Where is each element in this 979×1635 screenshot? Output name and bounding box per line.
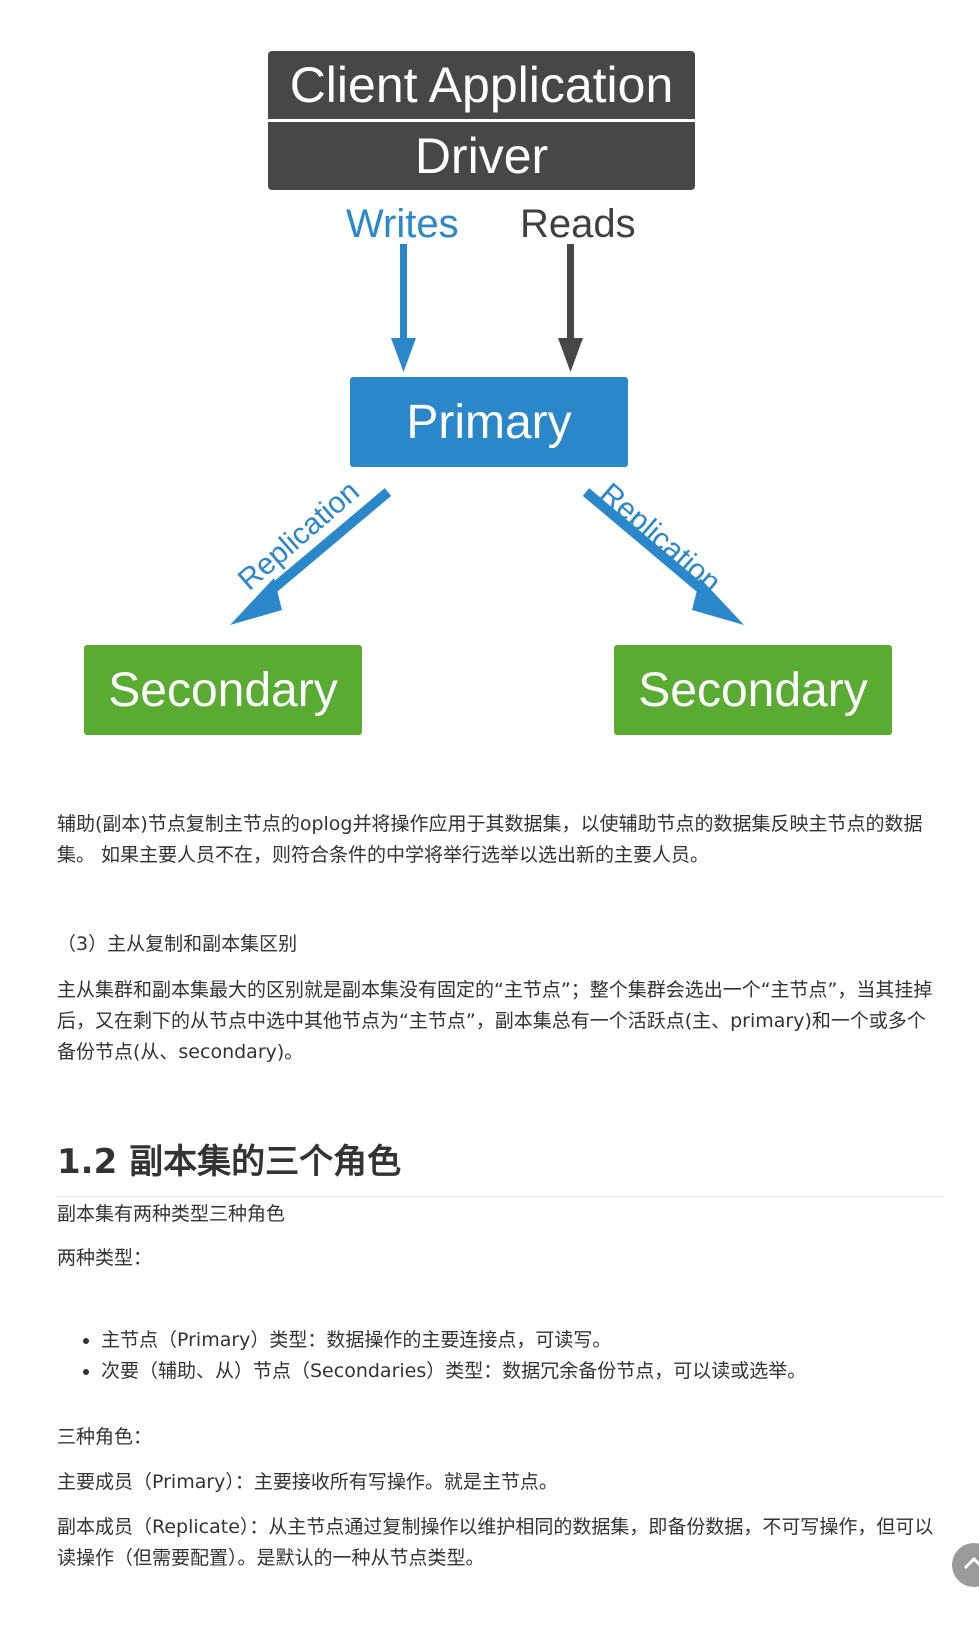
writes-arrow xyxy=(391,244,416,372)
primary-label: Primary xyxy=(406,395,572,449)
paragraph-difference: 主从集群和副本集最大的区别就是副本集没有固定的“主节点”；整个集群会选出一个“主… xyxy=(57,979,933,1063)
list-item: 次要（辅助、从）节点（Secondaries）类型：数据冗余备份节点，可以读或选… xyxy=(101,1356,806,1387)
replication-right-arrow xyxy=(582,488,744,625)
driver-box: Driver xyxy=(268,122,695,190)
reads-label: Reads xyxy=(520,202,636,246)
scroll-to-top-button[interactable] xyxy=(952,1543,979,1587)
writes-label: Writes xyxy=(346,202,459,246)
secondary-right-box: Secondary xyxy=(614,645,892,735)
list-item: 主节点（Primary）类型：数据操作的主要连接点，可读写。 xyxy=(101,1325,806,1356)
role-replicate: 副本成员（Replicate）：从主节点通过复制操作以维护相同的数据集，即备份数… xyxy=(57,1516,934,1569)
secondary-right-label: Secondary xyxy=(638,663,868,717)
diagram-arrows xyxy=(230,244,744,625)
reads-arrow xyxy=(558,244,583,372)
replication-left-arrow xyxy=(230,488,392,625)
two-types-label: 两种类型： xyxy=(57,1247,153,1269)
types-list: 主节点（Primary）类型：数据操作的主要连接点，可读写。 次要（辅助、从）节… xyxy=(57,1325,806,1387)
secondary-left-label: Secondary xyxy=(108,663,338,717)
driver-label: Driver xyxy=(414,128,549,184)
client-application-box: Client Application xyxy=(268,51,695,119)
paragraph-two-types-three-roles: 副本集有两种类型三种角色 xyxy=(57,1203,286,1225)
chevron-up-icon xyxy=(963,1556,979,1570)
secondary-left-box: Secondary xyxy=(84,645,362,735)
section-3-heading: （3）主从复制和副本集区别 xyxy=(57,933,298,955)
paragraph-oplog: 辅助(副本)节点复制主节点的oplog并将操作应用于其数据集，以使辅助节点的数据… xyxy=(57,813,923,866)
client-application-label: Client Application xyxy=(289,57,674,113)
section-title-roles: 1.2 副本集的三个角色 xyxy=(57,1140,943,1197)
three-roles-label: 三种角色： xyxy=(57,1426,153,1448)
role-primary: 主要成员（Primary）：主要接收所有写操作。就是主节点。 xyxy=(57,1471,558,1493)
primary-box: Primary xyxy=(350,377,628,467)
replica-set-diagram: Client Application Driver Writes Reads R… xyxy=(0,0,979,780)
